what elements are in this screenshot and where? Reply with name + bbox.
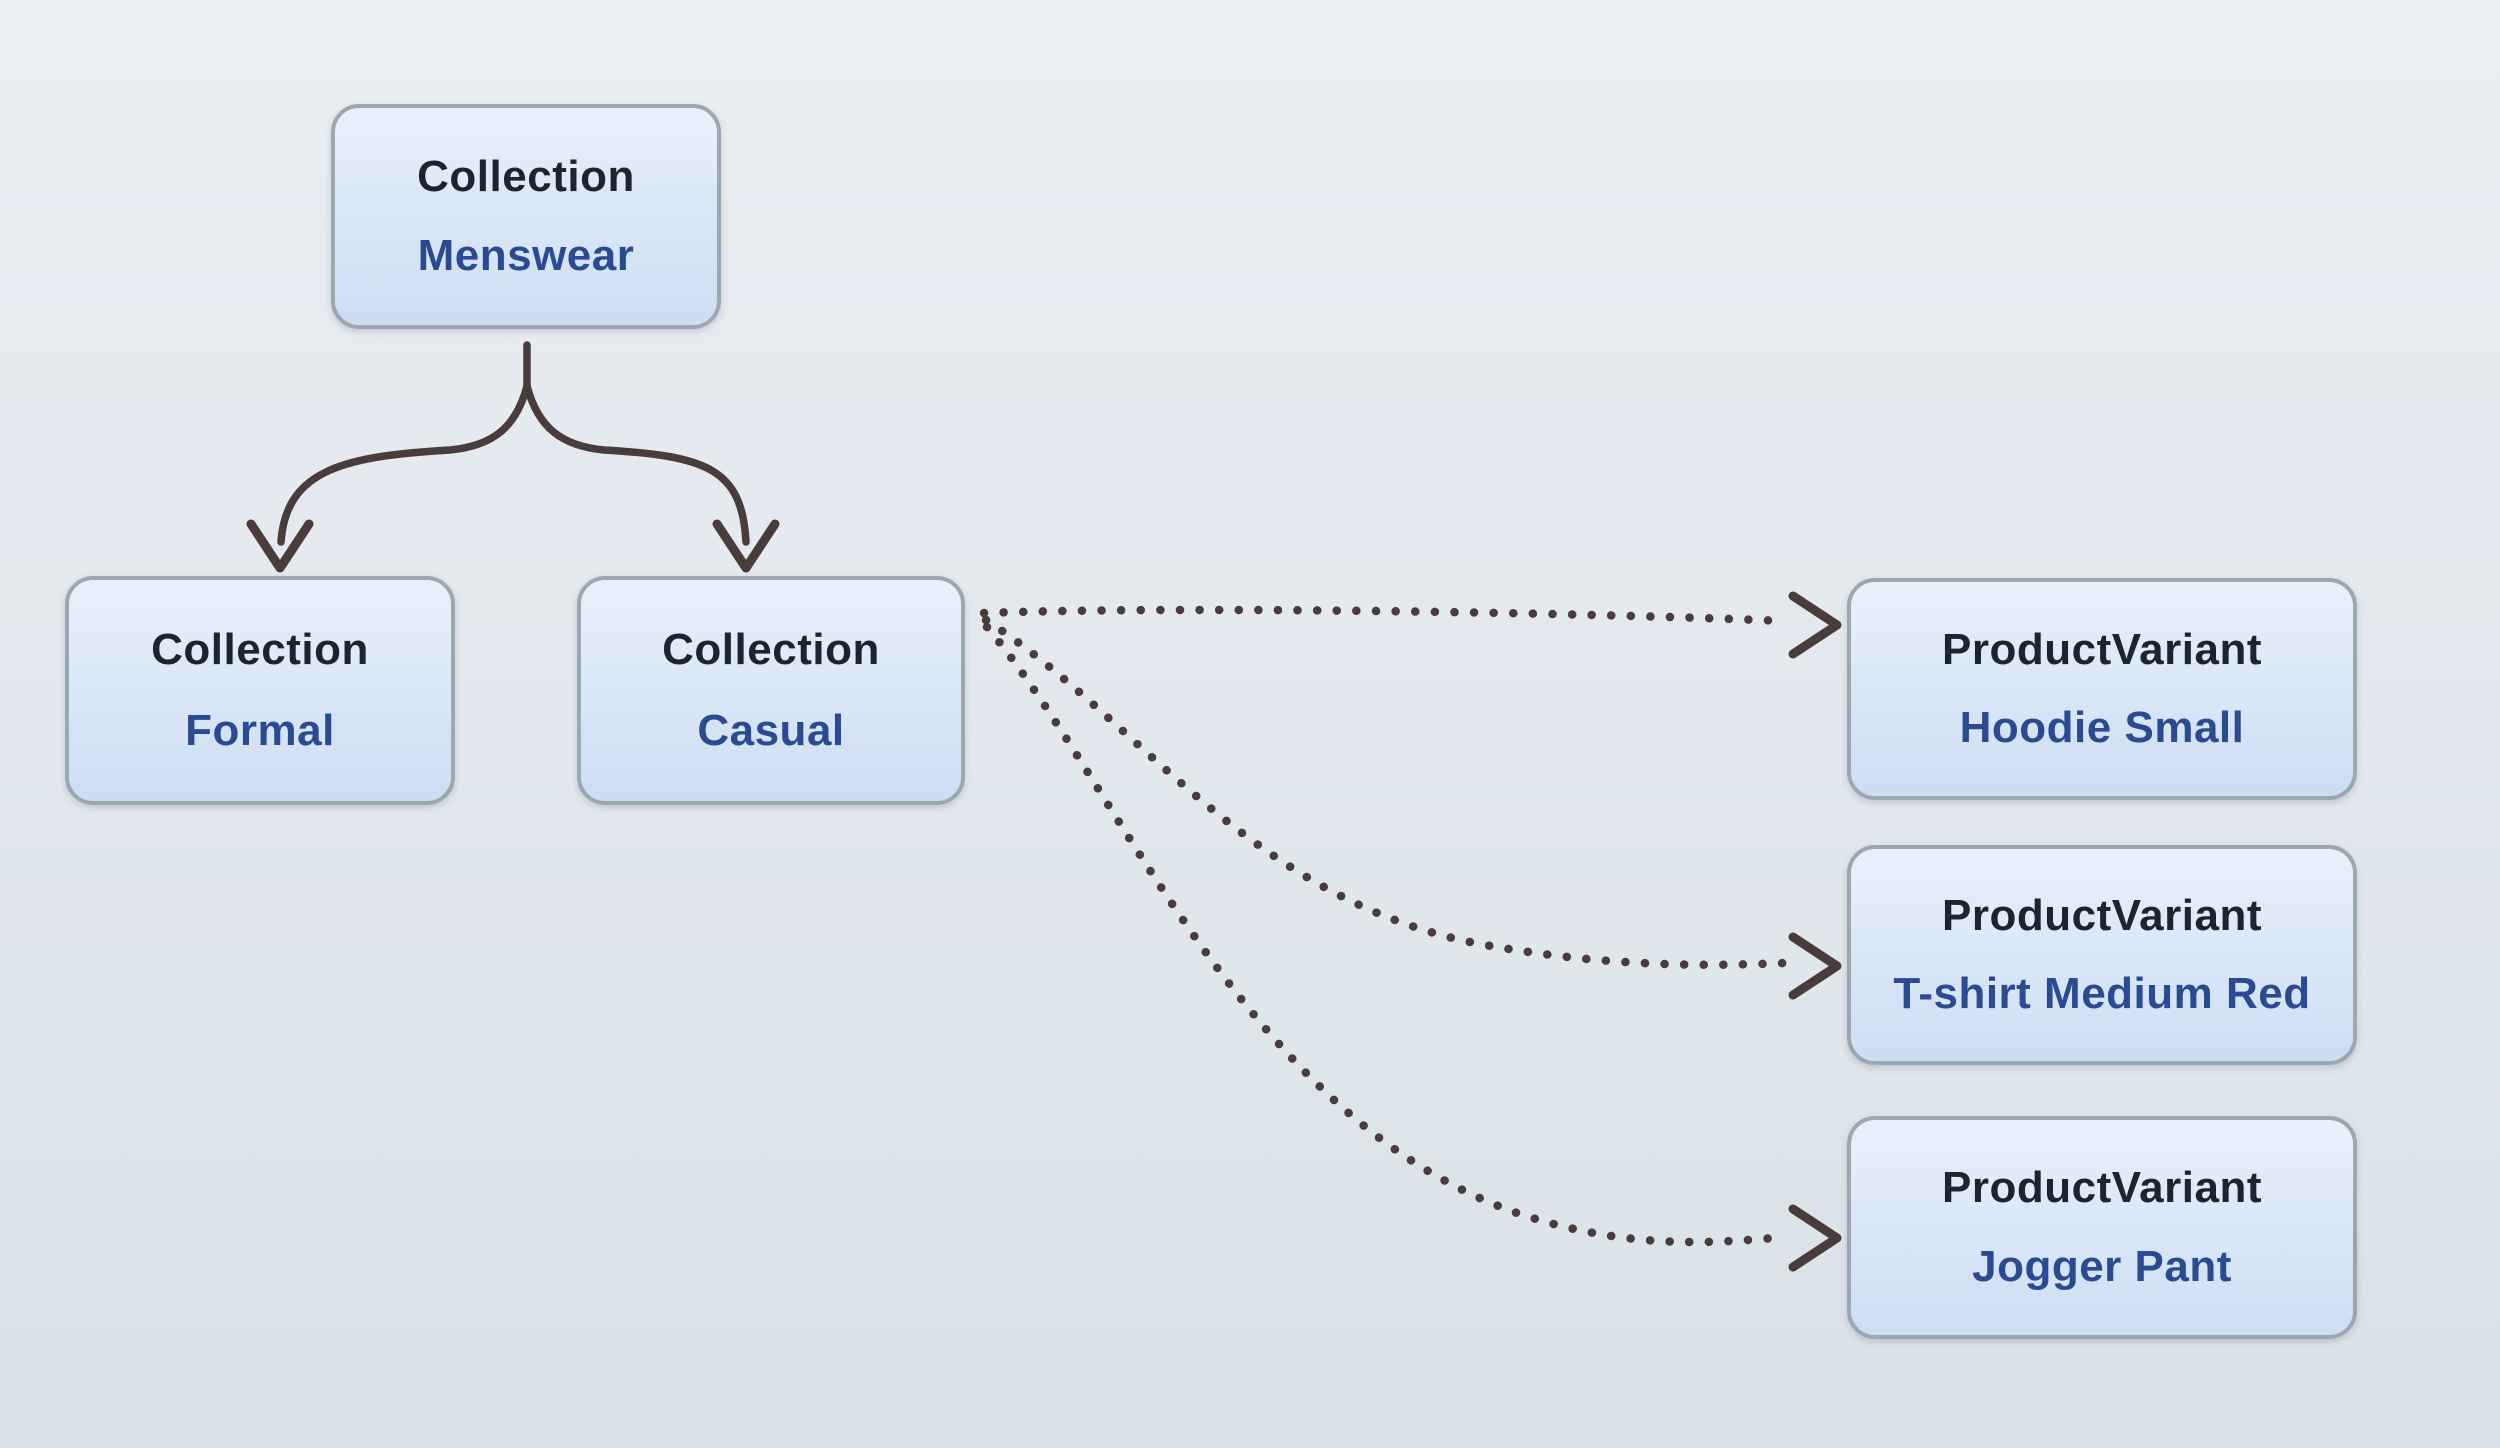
solid-curve-to-casual [523,382,750,546]
node-name-label: Menswear [417,231,635,281]
node-type-label: ProductVariant [1942,891,2262,940]
dotted-arrow-casual-hoodie [979,591,1842,659]
node-collection-formal: Collection Formal [65,576,455,805]
arrowhead-right-hoodie-icon [1788,591,1842,659]
node-productvariant-tshirt-medium-red: ProductVariant T-shirt Medium Red [1847,845,2357,1065]
dotted-arrow-casual-jogger [982,622,1842,1272]
node-type-label: Collection [662,625,880,674]
node-type-label: ProductVariant [1942,624,2262,674]
node-name-label: T-shirt Medium Red [1893,969,2311,1018]
node-productvariant-jogger-pant: ProductVariant Jogger Pant [1847,1116,2357,1339]
arrowhead-right-tshirt-icon [1788,932,1842,1000]
node-type-label: Collection [417,151,635,201]
arrowhead-down-formal-icon [246,519,314,573]
solid-curve-to-formal [277,382,531,546]
node-name-label: Hoodie Small [1959,703,2245,753]
arrowhead-right-jogger-icon [1788,1204,1842,1272]
dotted-arrow-casual-tshirt [981,615,1842,1000]
node-collection-menswear: Collection Menswear [331,104,721,329]
node-name-label: Formal [185,706,335,755]
dotted-curve-to-jogger [982,622,1791,1247]
dotted-curve-to-tshirt [981,615,1791,969]
solid-arrow-menswear-formal-casual [246,341,780,573]
dotted-curve-to-hoodie [979,605,1790,626]
node-productvariant-hoodie-small: ProductVariant Hoodie Small [1847,578,2357,800]
node-type-label: ProductVariant [1942,1163,2262,1212]
node-type-label: Collection [151,625,369,674]
node-name-label: Casual [697,706,845,755]
arrowhead-down-casual-icon [712,519,780,573]
node-collection-casual: Collection Casual [577,576,965,805]
node-name-label: Jogger Pant [1972,1242,2232,1291]
